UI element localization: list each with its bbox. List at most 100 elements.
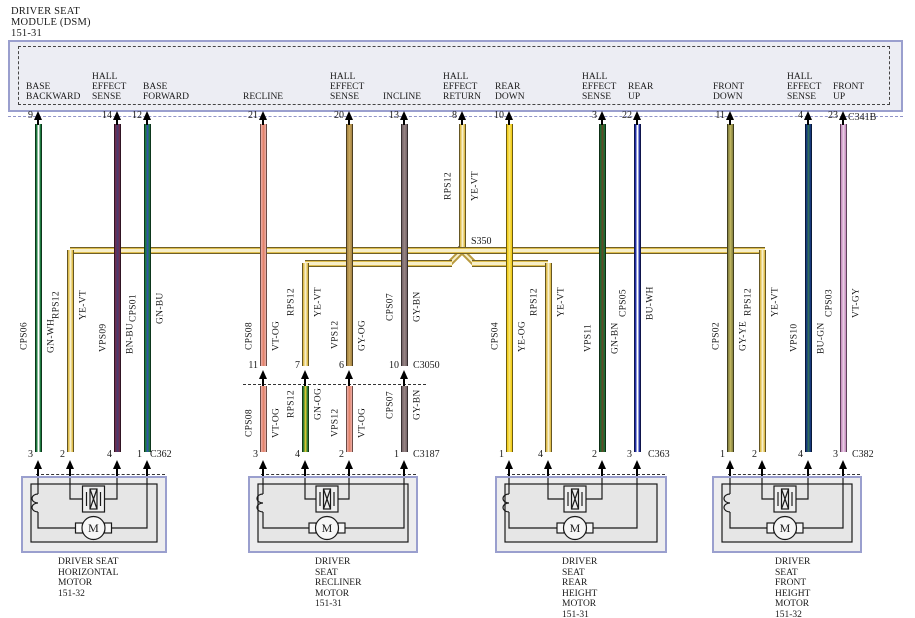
terminal-arrow-icon [632, 111, 641, 120]
terminal-arrow-icon [597, 111, 606, 120]
wire-circuit-label: CPS02 [711, 322, 722, 350]
connector-dashed-line [507, 474, 665, 475]
connector-pin-number: 3 [253, 449, 258, 460]
terminal-stem [461, 119, 463, 125]
motor-schematic: M [30, 478, 158, 543]
terminal-arrow-icon [803, 111, 812, 120]
terminal-stem [146, 119, 148, 125]
connector-label: C3187 [413, 449, 440, 460]
wire [804, 124, 812, 452]
wire [633, 124, 641, 452]
terminal-arrow-icon [399, 370, 408, 379]
motor-label: DRIVER SEAT HORIZONTAL MOTOR 151-32 [58, 557, 119, 599]
motor-label: DRIVER SEAT FRONT HEIGHT MOTOR 151-32 [775, 557, 811, 618]
terminal-arrow-icon [543, 460, 552, 469]
terminal-arrow-icon [803, 460, 812, 469]
terminal-stem [403, 378, 405, 386]
module-title-line: 151-31 [11, 28, 42, 39]
terminal-stem [508, 468, 510, 476]
connector-dashed-line [728, 474, 860, 475]
terminal-arrow-icon [300, 460, 309, 469]
wire-color-label: GY-BN [412, 291, 423, 323]
module-pin-number: 4 [798, 110, 803, 121]
module-pin-number: 3 [592, 110, 597, 121]
connector-pin-number: 7 [295, 360, 300, 371]
wire [758, 250, 766, 452]
terminal-arrow-icon [33, 460, 42, 469]
wire-circuit-label: RPS12 [743, 288, 754, 316]
connector-pin-number: 1 [137, 449, 142, 460]
module-pin-label: REAR DOWN [495, 82, 525, 102]
terminal-stem [146, 468, 148, 476]
terminal-stem [842, 468, 844, 476]
terminal-arrow-icon [632, 460, 641, 469]
wire-color-label: YE-VT [313, 287, 324, 317]
wire-circuit-label: VPS10 [789, 323, 800, 353]
wire-circuit-label: CPS01 [128, 294, 139, 322]
terminal-arrow-icon [258, 111, 267, 120]
terminal-stem [508, 119, 510, 125]
module-title: DRIVER SEAT MODULE (DSM) 151-31 [11, 6, 91, 39]
terminal-arrow-icon [838, 111, 847, 120]
wire [458, 124, 466, 247]
module-pin-label: BASE FORWARD [143, 82, 189, 102]
module-pin-label: HALL EFFECT RETURN [443, 72, 481, 102]
terminal-stem [348, 468, 350, 476]
terminal-stem [262, 378, 264, 386]
terminal-stem [729, 468, 731, 476]
motor-symbol: M [780, 521, 791, 535]
terminal-arrow-icon [725, 111, 734, 120]
terminal-arrow-icon [344, 370, 353, 379]
connector-pin-number: 2 [339, 449, 344, 460]
connector-dashed-line [243, 384, 426, 385]
wire [301, 386, 309, 452]
terminal-stem [304, 378, 306, 386]
wire [34, 124, 42, 452]
terminal-stem [116, 119, 118, 125]
module-pin-label: HALL EFFECT SENSE [787, 72, 822, 102]
connector-dashed-line [36, 474, 165, 475]
driver-seat-module-box [8, 40, 903, 112]
wire-color-label: GY-OG [357, 319, 368, 351]
terminal-stem [403, 468, 405, 476]
wire [345, 386, 353, 452]
wire [726, 124, 734, 452]
module-pin-number: 13 [389, 110, 399, 121]
module-pin-number: 11 [715, 110, 725, 121]
wire-circuit-label: CPS07 [385, 391, 396, 419]
terminal-arrow-icon [300, 370, 309, 379]
terminal-stem [348, 378, 350, 386]
connector-pin-number: 1 [394, 449, 399, 460]
motor-symbol: M [570, 521, 581, 535]
connector-dashed-line [261, 474, 416, 475]
motor-schematic: M [256, 478, 409, 543]
wire [839, 124, 847, 452]
wire-color-label: YE-VT [770, 287, 781, 317]
terminal-arrow-icon [344, 111, 353, 120]
wire-horizontal [305, 259, 452, 267]
motor-schematic: M [721, 478, 853, 543]
connector-pin-number: 4 [798, 449, 803, 460]
harness-connector-line [8, 116, 903, 117]
terminal-arrow-icon [65, 460, 74, 469]
terminal-arrow-icon [142, 111, 151, 120]
terminal-stem [636, 119, 638, 125]
wire [400, 124, 408, 366]
wire-color-label: YE-VT [78, 290, 89, 320]
wire-color-label: GN-BU [155, 292, 166, 324]
wire [66, 250, 74, 452]
terminal-arrow-icon [457, 111, 466, 120]
module-pin-label: FRONT DOWN [713, 82, 745, 102]
module-title-line: MODULE (DSM) [11, 17, 91, 28]
connector-pin-number: 2 [752, 449, 757, 460]
module-pin-label: BASE BACKWARD [26, 82, 81, 102]
wire [505, 124, 513, 452]
terminal-arrow-icon [258, 460, 267, 469]
connector-pin-number: 1 [499, 449, 504, 460]
module-pin-number: 23 [828, 110, 838, 121]
motor-label: DRIVER SEAT REAR HEIGHT MOTOR 151-31 [562, 557, 598, 618]
wire-color-label: YE-VT [470, 171, 481, 201]
wire-circuit-label: RPS12 [529, 288, 540, 316]
connector-label-c341b: C341B [848, 112, 877, 123]
motor-symbol: M [322, 521, 333, 535]
